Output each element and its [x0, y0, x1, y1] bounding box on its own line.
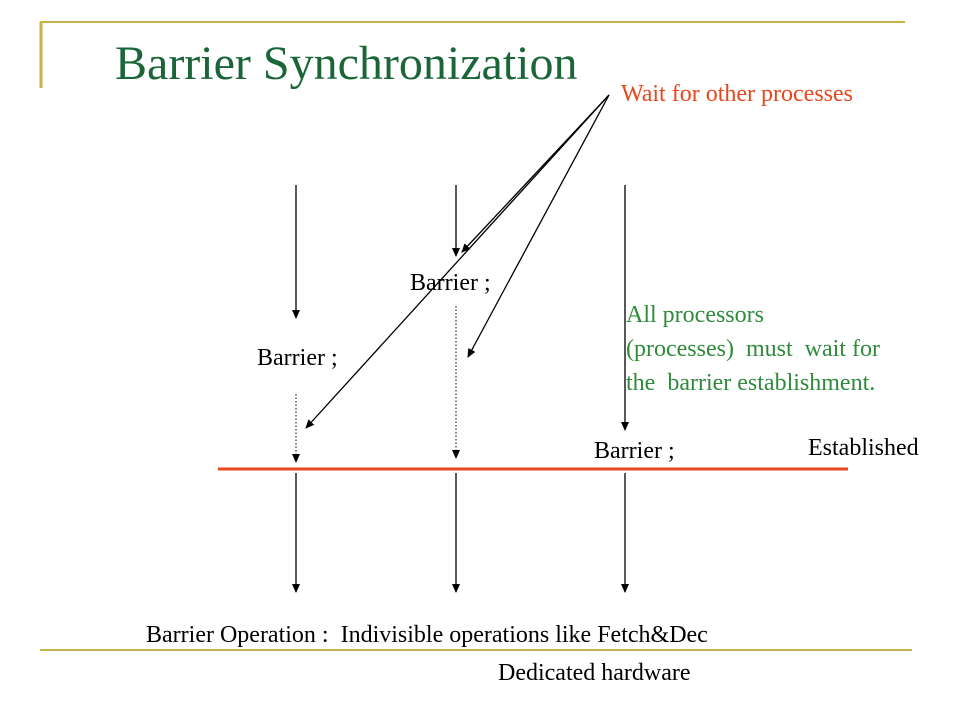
- barrier-label-right: Barrier ;: [594, 438, 675, 464]
- slide-title: Barrier Synchronization: [115, 37, 578, 90]
- wait-pointer-to-middle-upper: [461, 94, 610, 253]
- dedicated-hardware-text: Dedicated hardware: [498, 660, 691, 686]
- wait-pointer-to-left: [305, 94, 610, 429]
- processor-note-line-2: (processes) must wait for: [626, 336, 880, 362]
- wait-note: Wait for other processes: [621, 81, 853, 107]
- barrier-label-middle: Barrier ;: [410, 270, 491, 296]
- barrier-operation-text: Barrier Operation : Indivisible operatio…: [146, 622, 708, 648]
- barrier-label-left: Barrier ;: [257, 345, 338, 371]
- processor-note-line-1: All processors: [626, 302, 764, 328]
- wait-pointer-to-middle-lower: [467, 94, 610, 358]
- processor-note: All processors (processes) must wait for…: [626, 298, 880, 400]
- established-label: Established: [808, 435, 919, 461]
- processor-note-line-3: the barrier establishment.: [626, 370, 876, 396]
